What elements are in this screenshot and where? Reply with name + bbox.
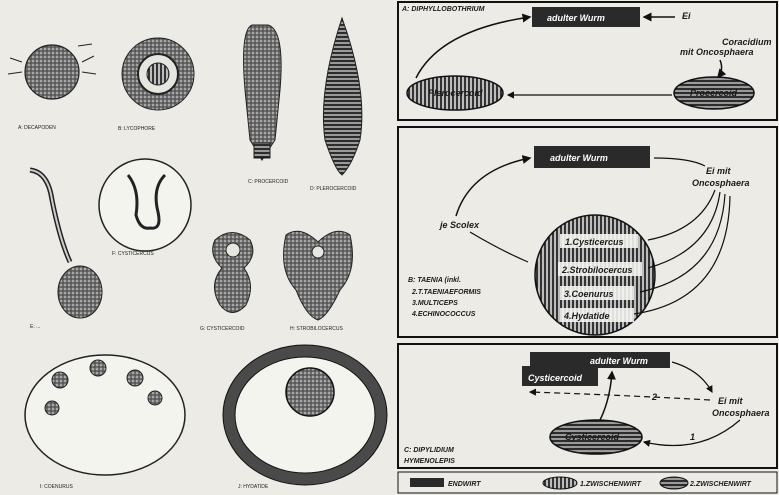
larva-e-drawing (30, 170, 102, 318)
cycle-b-scolex-label: je Scolex (439, 220, 480, 230)
label-e: E: ... (30, 324, 40, 330)
cycle-c-adult-label: adulter Wurm (590, 356, 648, 366)
label-f: F: CYSTICERCUS (112, 251, 154, 257)
larva-a-drawing (8, 44, 96, 99)
label-h: H: STROBILOCERCUS (290, 326, 343, 332)
cycle-c-panel: adulter Wurm Cysticercoid Ei mit Oncosph… (398, 344, 777, 468)
cycle-b-stage-3: 3.Coenurus (564, 289, 614, 299)
label-a: A: DECAPODEN (18, 125, 56, 131)
larva-g-drawing (213, 233, 253, 313)
cycle-c-cysticercoid-top-label: Cysticercoid (528, 373, 583, 383)
cycle-c-genus-1: C: DIPYLIDIUM (404, 447, 454, 454)
cycle-c-num-2: 2 (651, 392, 657, 402)
legend: ENDWIRT 1.ZWISCHENWIRT 2.ZWISCHENWIRT (398, 472, 777, 493)
label-j: J: HYDATIDE (238, 484, 269, 490)
legend-zw1-label: 1.ZWISCHENWIRT (580, 481, 642, 488)
cycle-a-panel: A: DIPHYLLOBOTHRIUM adulter Wurm Ei Cora… (398, 2, 777, 120)
label-b: B: LYCOPHORE (118, 126, 156, 132)
cycle-b-taxon-3: 3.MULTICEPS (412, 300, 458, 307)
legend-zw1-swatch (543, 477, 577, 489)
larva-j-drawing (223, 345, 387, 485)
legend-zw2-swatch (660, 477, 688, 489)
larva-b-drawing (122, 38, 194, 110)
legend-endwirt-swatch (410, 478, 444, 487)
label-d: D: PLEROCERCOID (310, 186, 357, 192)
legend-zw2-label: 2.ZWISCHENWIRT (689, 481, 752, 488)
cycle-a-title: A: DIPHYLLOBOTHRIUM (401, 6, 485, 13)
larva-i-drawing (25, 355, 185, 475)
cycle-b-taxon-2: 2.T.TAENIAEFORMIS (411, 289, 481, 296)
cycle-b-adult-label: adulter Wurm (550, 153, 608, 163)
larva-c-drawing (244, 25, 282, 160)
legend-endwirt-label: ENDWIRT (448, 481, 481, 488)
cycle-b-taxa-heading: B: TAENIA (inkl. (408, 277, 461, 284)
cycle-b-stage-2: 2.Strobilocercus (561, 265, 633, 275)
cycle-b-taxon-4: 4.ECHINOCOCCUS (411, 311, 476, 318)
cycle-c-cysticercoid-bottom-label: Cysticercoid (565, 432, 620, 442)
cycle-c-genus-2: HYMENOLEPIS (404, 458, 455, 465)
label-c: C: PROCERCOID (248, 179, 289, 185)
label-g: G: CYSTICERCOID (200, 326, 245, 332)
cycle-a-procercoid-label: Procercoid (690, 88, 738, 98)
cycle-a-adult-label: adulter Wurm (547, 13, 605, 23)
larva-h-drawing (284, 231, 353, 320)
cycle-a-egg-label: Ei (682, 11, 691, 21)
cycle-a-plerocercoid-label: Plerocercoid (428, 88, 483, 98)
cycle-b-stage-1: 1.Cysticercus (565, 237, 624, 247)
cycle-b-stage-4: 4.Hydatide (563, 311, 610, 321)
label-i: I: COENURUS (40, 484, 73, 490)
cycle-c-num-1: 1 (690, 432, 695, 442)
larva-f-drawing (99, 159, 191, 251)
left-panel: A: DECAPODEN B: LYCOPHORE C: PROCERCOID … (8, 18, 387, 490)
cycle-b-panel: adulter Wurm Ei mit Oncosphaera je Scole… (398, 127, 777, 337)
larva-d-drawing (323, 18, 361, 175)
